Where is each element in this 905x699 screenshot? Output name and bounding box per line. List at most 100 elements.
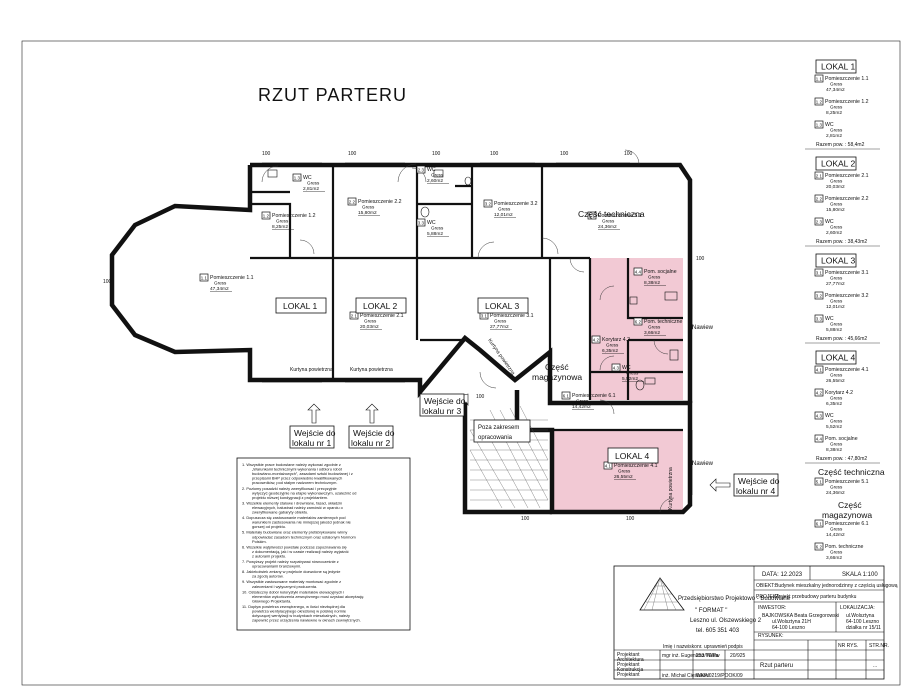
room-name: Pom. techniczne xyxy=(644,319,682,325)
legend-room-number-box xyxy=(814,365,824,374)
room-area: 26,55m2 xyxy=(614,474,633,480)
lokal-3-label-box xyxy=(477,297,529,314)
svg-text:100: 100 xyxy=(624,151,633,157)
legend-room-number-box xyxy=(814,194,824,203)
legend-room-number: 4.2 xyxy=(816,391,823,396)
legend-room-name: Pomieszczenie 4.1 xyxy=(825,367,869,373)
room-floor: Gress xyxy=(648,275,661,280)
room-number-box xyxy=(261,211,271,220)
legend-room-floor: Gress xyxy=(830,82,843,87)
room-number: 6.2 xyxy=(635,320,642,325)
room-number: 1.2 xyxy=(263,214,270,219)
room-number: 4.4 xyxy=(635,270,642,275)
room-number: 4.2 xyxy=(593,338,600,343)
room-floor: Gress xyxy=(276,219,289,224)
note-line: zaleceniami i wytycznymi producenta. xyxy=(252,584,317,589)
legend-room-area: 24,36m2 xyxy=(826,490,845,496)
drawing-date: DATA: 12.2023 xyxy=(762,572,803,578)
legend-room-number-box xyxy=(814,217,824,226)
legend-room-number: 3.3 xyxy=(816,317,823,322)
room-area: 27,77m2 xyxy=(490,324,509,330)
legend-room-number-box xyxy=(814,411,824,420)
legend-room-name: Pomieszczenie 5.1 xyxy=(825,479,869,485)
legend-room-area: 5,88m2 xyxy=(826,327,842,333)
room-number: 2.2 xyxy=(349,200,356,205)
room-floor: Gress xyxy=(626,371,639,376)
room-name: Pomieszczenie 1.2 xyxy=(272,213,316,219)
room-number-box xyxy=(483,199,493,208)
legend-room-area: 20,03m2 xyxy=(826,184,845,190)
room-area: 14,42m2 xyxy=(572,404,591,410)
room-number-box xyxy=(199,273,209,282)
room-number-box xyxy=(292,173,302,182)
room-number: 1.3 xyxy=(294,176,301,181)
note-line: 7. Powyższy projekt należy rozpatrywać r… xyxy=(242,559,339,564)
role-3: Projektant xyxy=(617,672,640,678)
role-1: Projektant xyxy=(617,652,640,658)
legend-room-number-box xyxy=(814,434,824,443)
legend-room-number: 1.2 xyxy=(816,100,823,105)
lokalizacja-dzialka: działka nr 15/11 xyxy=(846,625,881,631)
office-phone: tel. 605 351 403 xyxy=(696,628,740,634)
kurtyna-label-4: Kurtyna powietrzna xyxy=(668,467,674,510)
room-number-box xyxy=(591,335,601,344)
legend-room-name: WC xyxy=(825,413,834,419)
legend-room-name: Pomieszczenie 2.2 xyxy=(825,196,869,202)
person-2-upr: WKP/0219/POOK/09 xyxy=(696,673,743,679)
legend-room-area: 8,25m2 xyxy=(826,110,842,116)
nawiew-label-1: Nawiew xyxy=(692,325,714,331)
legend-room-area: 2,60m2 xyxy=(826,230,842,236)
role-1b: Architektura xyxy=(617,657,644,663)
note-line: 11. Dopływ powietrza zewnętrznego, w ilo… xyxy=(242,604,346,609)
room-number-box xyxy=(561,391,571,400)
poza-zakresem-label-1: Poza zakresem xyxy=(478,425,519,431)
legend-room-number-box xyxy=(814,120,824,129)
note-line: powietrza wentylacyjnego określonej w po… xyxy=(252,609,346,614)
legend-room-area: 15,80m2 xyxy=(826,207,845,213)
legend-room-floor: Gress xyxy=(830,105,843,110)
room-name: Pomieszczenie 6.1 xyxy=(572,393,616,399)
projekt-value: Projekt przebudowy parteru budynku xyxy=(775,594,857,600)
entrance-2-label-b: lokalu nr 2 xyxy=(351,438,390,448)
note-line: przepisami BHP przez odpowiednio kwalifi… xyxy=(252,476,342,481)
note-item: 8. Jakiekolwiek zmiany w projekcie dozwo… xyxy=(242,569,340,579)
note-line: zapewnić przez urządzenia nawiewne w okn… xyxy=(252,618,361,623)
room-area: 20,03m2 xyxy=(360,324,379,330)
col-imie: Imię i nazwisko xyxy=(663,644,697,650)
note-item: 1. Wszystkie prace budowlane należy wyko… xyxy=(242,462,353,485)
legend-mag-title-1: Część xyxy=(838,500,862,510)
czesc-magazynowa-label-2: magazynowa xyxy=(532,372,582,382)
note-line: z autorami projektu. xyxy=(252,553,286,558)
entrance-4-label-b: lokalu nr 4 xyxy=(736,486,775,496)
room-area: 2,81m2 xyxy=(303,186,319,192)
note-line: za zgodą autorów. xyxy=(252,574,284,579)
legend-room-name: WC xyxy=(825,316,834,322)
legend-room-number-box xyxy=(814,519,824,528)
legend-title-box xyxy=(815,350,857,365)
office-address: Leszno ul. Olszewskiego 2 xyxy=(690,618,762,624)
lokal-1-label-box xyxy=(275,297,327,314)
poza-zakresem-box xyxy=(473,419,531,443)
legend-room-number-box xyxy=(814,74,824,83)
room-number: 2.1 xyxy=(351,314,358,319)
room-number: 4.1 xyxy=(605,464,612,469)
room-name: Pomieszczenie 3.2 xyxy=(494,201,538,207)
note-line: 2. Poziomy posadzki należy zweryfikować … xyxy=(242,486,337,491)
person-1-date: 20/925 xyxy=(730,653,746,659)
inwestor-value: BAJKOWSKA Beata Grzegorowski xyxy=(762,613,839,619)
entrance-4-label-a: Wejście do xyxy=(738,476,780,486)
col-podpis: podpis xyxy=(728,644,743,650)
note-line: 9. Wszystkie zastosowane materiały monto… xyxy=(242,579,341,584)
